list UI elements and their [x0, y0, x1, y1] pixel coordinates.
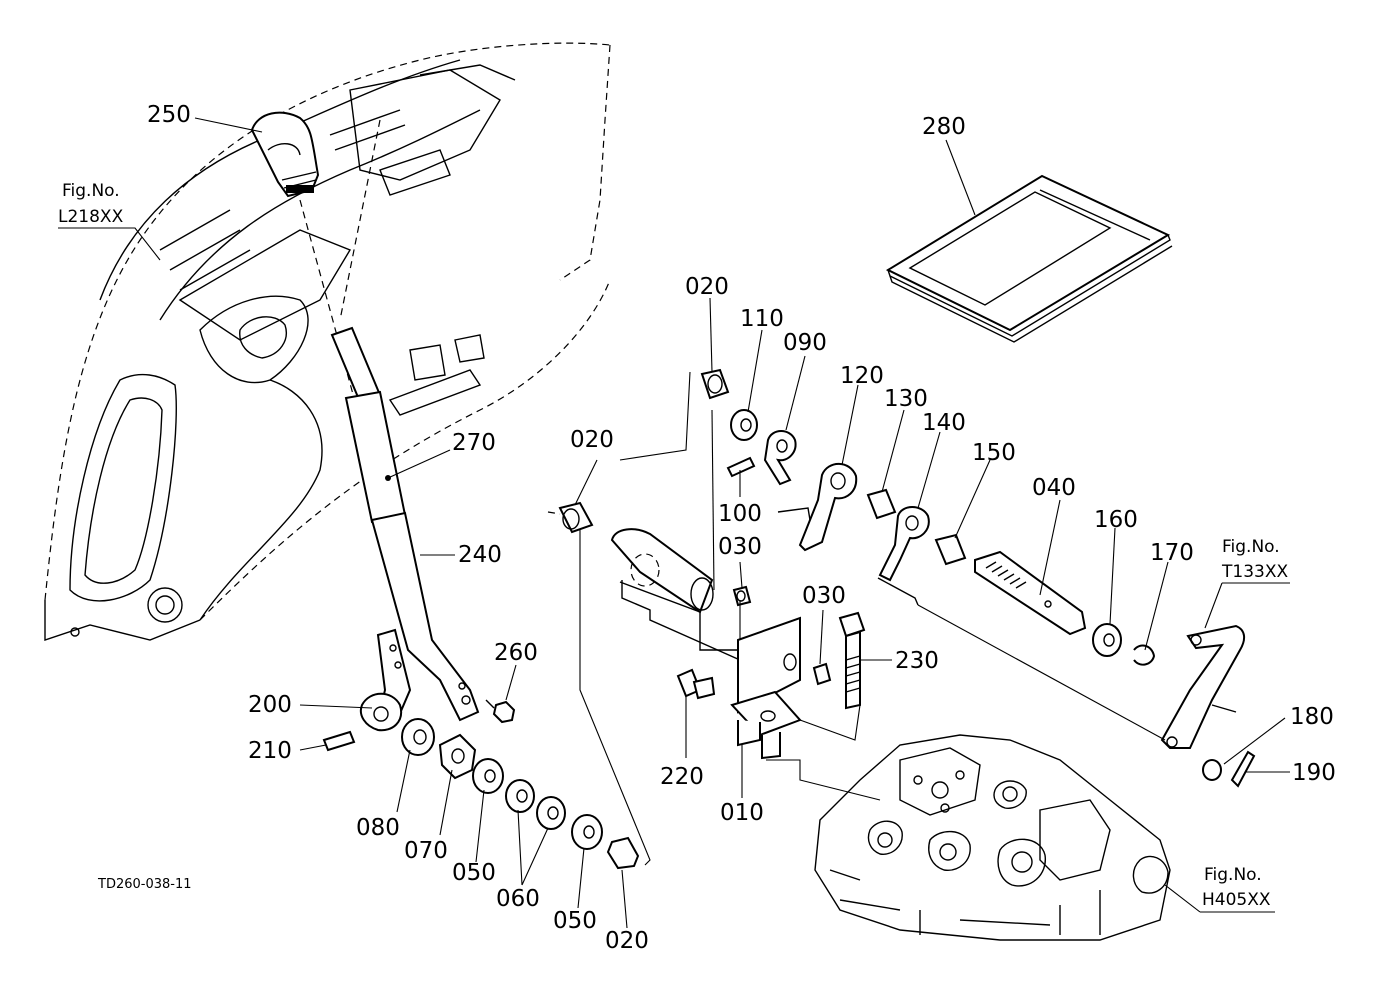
link-arm-t133 — [1160, 624, 1246, 749]
label-220: 220 — [660, 764, 704, 790]
bushing-020-top — [700, 368, 730, 400]
label-100: 100 — [718, 501, 762, 527]
washer-160 — [1092, 623, 1122, 657]
bushing-030-a — [732, 585, 752, 607]
label-130: 130 — [884, 386, 928, 412]
label-200: 200 — [248, 692, 292, 718]
screw-220 — [676, 668, 716, 700]
arm-090 — [763, 430, 797, 486]
label-210: 210 — [248, 738, 292, 764]
label-040: 040 — [1032, 475, 1076, 501]
label-270: 270 — [452, 430, 496, 456]
label-090: 090 — [783, 330, 827, 356]
fender-panel-illustration — [44, 42, 611, 641]
arm-120 — [777, 462, 858, 552]
label-140: 140 — [922, 410, 966, 436]
bushing-020-left — [547, 501, 594, 534]
washer-stack-left — [401, 718, 640, 870]
assembly-lines — [579, 371, 1166, 866]
bushing-130 — [866, 488, 897, 520]
label-230: 230 — [895, 648, 939, 674]
label-070: 070 — [404, 838, 448, 864]
label-010: 010 — [720, 800, 764, 826]
pin-100 — [726, 456, 756, 478]
drawing-code: TD260-038-11 — [97, 877, 192, 892]
washer-110 — [730, 409, 758, 441]
label-250: 250 — [147, 102, 191, 128]
label-110: 110 — [740, 306, 784, 332]
label-030a: 030 — [718, 534, 762, 560]
ref-t133-line1: Fig.No. — [1222, 537, 1280, 557]
lever-rod-240-270 — [330, 326, 480, 722]
valve-body-h405 — [814, 734, 1171, 941]
bushing-030-b — [812, 662, 832, 686]
manual-280 — [885, 174, 1173, 343]
ref-l218-line1: Fig.No. — [62, 181, 120, 201]
label-050a: 050 — [452, 860, 496, 886]
cotter-pin-190 — [1230, 750, 1256, 788]
arm-140 — [877, 506, 930, 606]
bushing-150 — [934, 533, 967, 566]
bolt-260 — [485, 699, 516, 724]
label-150: 150 — [972, 440, 1016, 466]
label-190: 190 — [1292, 760, 1336, 786]
ref-l218-line2: L218XX — [58, 207, 124, 227]
ref-t133-line2: T133XX — [1221, 562, 1288, 582]
label-020c: 020 — [685, 274, 729, 300]
label-160: 160 — [1094, 507, 1138, 533]
label-030b: 030 — [802, 583, 846, 609]
label-280: 280 — [922, 114, 966, 140]
ref-h405-line2: H405XX — [1202, 890, 1271, 910]
label-060: 060 — [496, 886, 540, 912]
part-labels: 250 270 240 260 200 210 080 070 050 060 … — [147, 102, 1336, 954]
label-020a: 020 — [605, 928, 649, 954]
pin-210 — [322, 730, 356, 752]
label-170: 170 — [1150, 540, 1194, 566]
label-050b: 050 — [553, 908, 597, 934]
label-260: 260 — [494, 640, 538, 666]
figure-references: Fig.No. L218XX Fig.No. T133XX Fig.No. H4… — [58, 181, 1288, 910]
label-240: 240 — [458, 542, 502, 568]
label-080: 080 — [356, 815, 400, 841]
leader-lines — [58, 117, 1290, 929]
shaft-040 — [974, 550, 1087, 636]
bolt-230 — [838, 611, 866, 710]
ref-h405-line1: Fig.No. — [1204, 865, 1262, 885]
label-120: 120 — [840, 363, 884, 389]
lever-knob-250 — [250, 111, 320, 198]
label-180: 180 — [1290, 704, 1334, 730]
shaft-housing-010 — [610, 528, 802, 760]
clip-170 — [1133, 644, 1156, 666]
bracket-200 — [359, 628, 412, 732]
label-020b: 020 — [570, 427, 614, 453]
washer-180 — [1202, 759, 1222, 781]
